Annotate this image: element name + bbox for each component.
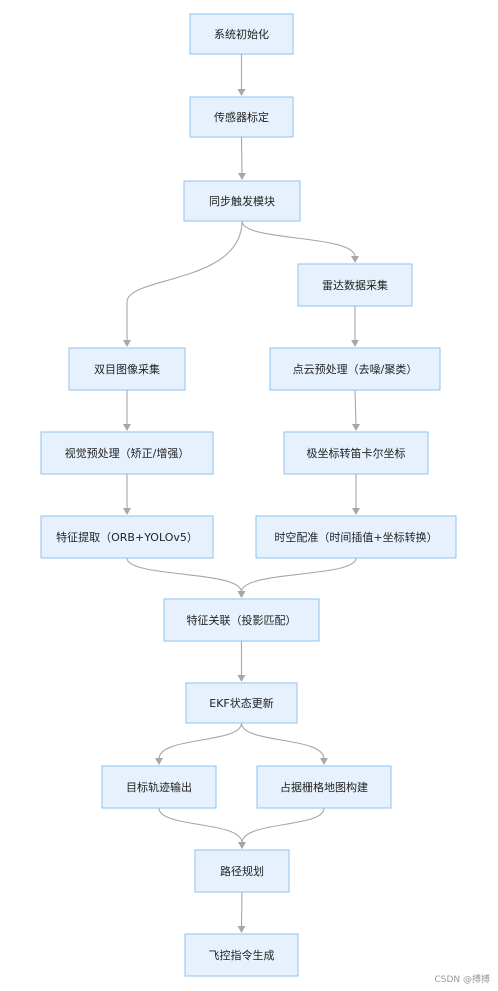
node-sync: 同步触发模块 [183, 180, 301, 222]
arrowhead [352, 508, 360, 515]
node-init: 系统初始化 [189, 13, 294, 55]
edge-ekf-grid [240, 722, 325, 760]
node-box [163, 598, 320, 642]
node-box [255, 515, 457, 559]
edge-calib-sync [240, 136, 243, 175]
node-label: 占据栅格地图构建 [280, 780, 368, 794]
node-box [183, 180, 301, 222]
node-label: 飞控指令生成 [209, 948, 275, 962]
node-box [184, 933, 299, 977]
node-box [185, 682, 298, 724]
node-box [189, 96, 294, 138]
node-box [40, 515, 214, 559]
edges-layer [123, 54, 360, 933]
edge-pcpre-polar [354, 389, 357, 426]
node-plan: 路径规划 [194, 849, 290, 893]
node-pcpre: 点云预处理（去噪/聚类） [269, 347, 441, 391]
edge-ekf-track [158, 722, 243, 760]
arrowhead [123, 340, 131, 347]
arrowhead [155, 758, 163, 765]
arrowhead [238, 842, 246, 849]
node-cmd: 飞控指令生成 [184, 933, 299, 977]
node-label: EKF状态更新 [209, 696, 274, 710]
node-box [269, 347, 441, 391]
node-stereo: 双目图像采集 [68, 347, 186, 391]
node-label: 传感器标定 [214, 110, 269, 124]
edge-calign-assoc [240, 557, 357, 593]
edge-grid-plan [241, 807, 325, 844]
arrowhead [237, 591, 246, 598]
node-label: 雷达数据采集 [322, 278, 388, 292]
node-label: 时空配准（时间插值+坐标转换） [274, 530, 437, 544]
arrowhead [237, 89, 246, 96]
node-feat: 特征提取（ORB+YOLOv5） [40, 515, 214, 559]
edge-feat-assoc [126, 557, 243, 593]
node-vispre: 视觉预处理（矫正/增强） [40, 431, 214, 475]
node-label: 路径规划 [220, 864, 264, 878]
watermark: CSDN @搏搏 [434, 975, 490, 985]
node-polar: 极坐标转笛卡尔坐标 [283, 431, 429, 475]
node-label: 极坐标转笛卡尔坐标 [307, 446, 406, 460]
arrowhead [238, 173, 246, 180]
node-box [101, 765, 217, 809]
node-box [189, 13, 294, 55]
node-box [256, 765, 392, 809]
node-label: 目标轨迹输出 [126, 780, 192, 794]
node-calib: 传感器标定 [189, 96, 294, 138]
node-radar: 雷达数据采集 [297, 263, 413, 307]
node-track: 目标轨迹输出 [101, 765, 217, 809]
node-box [68, 347, 186, 391]
edge-sync-stereo [126, 220, 243, 341]
arrowhead [237, 675, 246, 682]
arrowhead [237, 926, 246, 933]
arrowhead [351, 340, 359, 347]
node-calign: 时空配准（时间插值+坐标转换） [255, 515, 457, 559]
arrowhead [352, 424, 360, 431]
node-label: 特征提取（ORB+YOLOv5） [56, 530, 198, 544]
arrowhead [320, 758, 328, 765]
arrowhead [123, 508, 131, 515]
node-label: 点云预处理（去噪/聚类） [293, 362, 418, 376]
edge-plan-cmd [240, 891, 243, 928]
node-label: 系统初始化 [214, 27, 269, 41]
arrowhead [123, 424, 131, 431]
node-label: 同步触发模块 [209, 194, 275, 208]
node-ekf: EKF状态更新 [185, 682, 298, 724]
node-box [283, 431, 429, 475]
node-box [40, 431, 214, 475]
node-assoc: 特征关联（投影匹配） [163, 598, 320, 642]
node-grid: 占据栅格地图构建 [256, 765, 392, 809]
node-label: 特征关联（投影匹配） [187, 613, 297, 627]
edge-sync-radar [241, 220, 356, 258]
edge-track-plan [158, 807, 243, 844]
node-label: 视觉预处理（矫正/增强） [65, 446, 190, 460]
arrowhead [351, 256, 359, 263]
node-box [297, 263, 413, 307]
node-label: 双目图像采集 [94, 362, 160, 376]
node-box [194, 849, 290, 893]
